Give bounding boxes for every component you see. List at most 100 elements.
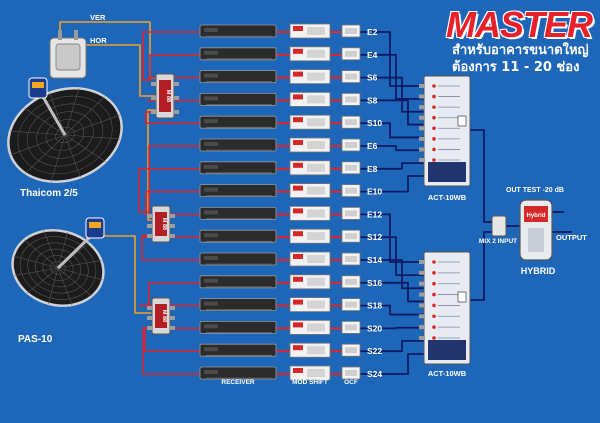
pas-dish-spoke — [57, 267, 73, 306]
channel-filter-core — [345, 142, 357, 148]
channel-filter-core — [345, 28, 357, 34]
mix-input-top — [470, 129, 492, 223]
thaicom-dish-spoke — [64, 134, 81, 178]
receiver-display — [204, 233, 218, 238]
receiver-display — [204, 324, 218, 329]
channel-filter-core — [345, 73, 357, 80]
channel-filter-core — [345, 210, 357, 217]
modulator-logo — [293, 254, 303, 259]
combiner-port — [419, 292, 425, 297]
combiner-bottom-panel — [428, 340, 466, 360]
combiner-port — [419, 260, 425, 264]
hybrid-heatsink — [528, 228, 544, 252]
switch-port — [174, 96, 179, 100]
pas-dish-spoke — [14, 267, 59, 276]
combiner-led — [432, 94, 436, 99]
channel-label: S6 — [367, 73, 378, 83]
combiner-led — [432, 260, 436, 264]
combiner-led — [432, 158, 436, 162]
switch-port — [147, 214, 152, 218]
combiner-led — [432, 126, 436, 131]
channel-label: S18 — [367, 301, 382, 311]
thaicom-dish-spoke — [64, 134, 120, 140]
switch-port — [151, 82, 156, 86]
channel-filter-core — [345, 164, 357, 171]
hybrid-label: HYBRID — [521, 266, 556, 276]
channel-label: S12 — [367, 232, 382, 242]
receiver — [199, 161, 277, 175]
pas-cable — [104, 235, 152, 314]
receiver — [199, 206, 277, 220]
hybrid-brand: Hybrid — [526, 213, 545, 219]
combiner-input-cable — [360, 339, 424, 353]
mixer-label: MIX 2 INPUT — [479, 238, 517, 245]
combiner-led — [432, 84, 436, 88]
receiver-display — [204, 50, 218, 55]
receiver-display — [204, 278, 218, 283]
thaicom-dish-spoke — [64, 88, 80, 136]
pas-dish-spoke — [57, 260, 102, 269]
modulator-column-label: MOD SHIFT — [292, 379, 328, 386]
receiver — [199, 252, 277, 266]
switch-port — [170, 234, 175, 238]
channel-filter-core — [345, 233, 357, 240]
combiner-led — [432, 314, 436, 319]
modulator-panel — [307, 95, 325, 104]
combiner-input-cable — [360, 304, 424, 316]
receiver — [199, 229, 277, 243]
receiver-display — [204, 164, 218, 169]
combiner-led — [432, 271, 436, 275]
receiver — [199, 70, 277, 83]
pas-dish-spoke — [48, 267, 59, 304]
hor-cable — [75, 30, 160, 97]
switch-port — [151, 96, 156, 100]
combiner-led — [432, 137, 436, 141]
out-test-label: OUT TEST -20 dB — [506, 187, 564, 194]
switch-port — [147, 326, 152, 330]
modulator-panel — [307, 141, 325, 149]
pas-dish-spoke — [27, 267, 59, 294]
channel-filter-core — [345, 278, 357, 285]
receiver-feed-cable — [142, 327, 200, 375]
channel-label: S8 — [367, 95, 378, 105]
switch-port — [147, 234, 152, 238]
mix-input-bottom — [470, 231, 492, 301]
ver-label: VER — [90, 13, 106, 22]
modulator-logo — [293, 368, 303, 373]
receiver-display — [204, 119, 218, 124]
channel-filter-core — [345, 119, 357, 126]
combiner-port — [419, 84, 425, 88]
switch-port — [170, 214, 175, 218]
channel-label: S20 — [367, 323, 382, 333]
pas-dish-spoke — [43, 230, 59, 269]
thaicom-dish-spoke — [64, 96, 105, 136]
combiner-port — [419, 158, 425, 162]
multiswitch-label: M 88 — [161, 310, 167, 322]
channel-label: E12 — [367, 209, 382, 219]
receiver — [199, 93, 277, 106]
combiner-port — [419, 94, 425, 99]
thaicom-label: Thaicom 2/5 — [20, 188, 78, 199]
switch-port — [147, 224, 152, 228]
receiver-column-label: RECEIVER — [221, 379, 255, 386]
switch-port — [170, 306, 175, 310]
channel-filter-core — [345, 347, 357, 354]
combiner-port — [419, 314, 425, 319]
receiver — [199, 320, 277, 334]
combiner-port — [419, 105, 425, 110]
combiner-led — [432, 292, 436, 297]
combiner-amp — [457, 291, 467, 303]
channel-label: E2 — [367, 27, 378, 37]
modulator-panel — [307, 186, 325, 195]
lnb-connector-ver — [58, 30, 62, 40]
receiver-display — [204, 142, 218, 146]
modulator-panel — [307, 369, 325, 377]
combiner-input-cable — [360, 76, 424, 113]
modulator-panel — [307, 277, 325, 286]
combiner-led — [432, 303, 436, 308]
switch-port — [147, 306, 152, 310]
modulator-panel — [307, 209, 325, 218]
modulator-logo — [293, 299, 303, 305]
channel-filter-core — [345, 324, 357, 331]
channel-label: S10 — [367, 118, 382, 128]
